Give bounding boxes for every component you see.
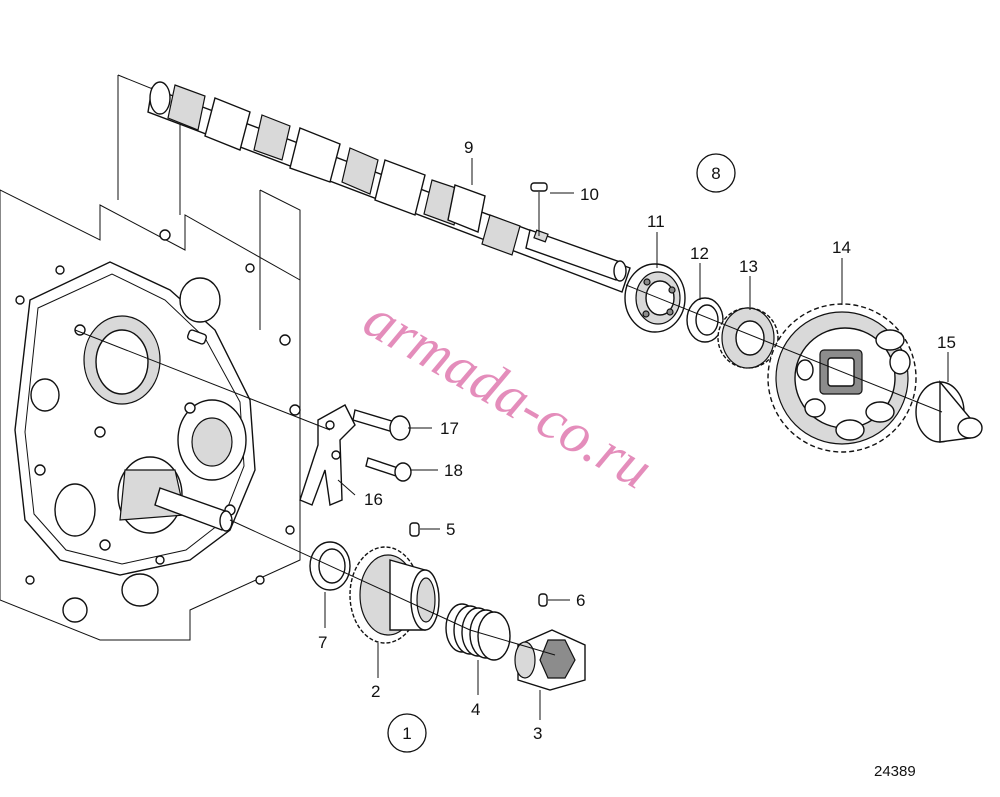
label-14: 14: [832, 238, 851, 257]
label-2: 2: [371, 682, 380, 701]
bolt-17: [352, 409, 411, 441]
camshaft-gear: [767, 303, 917, 453]
label-11: 11: [647, 212, 665, 231]
label-9: 9: [464, 138, 473, 157]
end-cap: [915, 380, 983, 443]
sleeve: [514, 629, 586, 691]
bearing: [624, 263, 686, 333]
label-4: 4: [471, 700, 480, 719]
camshaft: [147, 81, 631, 293]
label-17: 17: [440, 419, 459, 438]
seal-ring: [686, 297, 724, 343]
small-gear: [717, 307, 779, 369]
label-13: 13: [739, 257, 758, 276]
label-3: 3: [533, 724, 542, 743]
pin-6: [538, 593, 548, 607]
label-12: 12: [690, 244, 709, 263]
bolt-18: [365, 457, 412, 482]
crank-gear: [349, 546, 440, 644]
label-1: 1: [402, 724, 411, 743]
label-8: 8: [711, 164, 720, 183]
engine-housing: [0, 74, 301, 641]
label-15: 15: [937, 333, 956, 352]
woodruff-key: [530, 182, 548, 236]
assembly-lines: [74, 284, 943, 656]
label-10: 10: [580, 185, 599, 204]
label-6: 6: [576, 591, 585, 610]
group-callout-1: 1: [387, 713, 427, 753]
leader-lines: [324, 158, 949, 720]
bracket: [299, 404, 356, 506]
label-18: 18: [444, 461, 463, 480]
label-16: 16: [364, 490, 383, 509]
label-5: 5: [446, 520, 455, 539]
figure-number: 24389: [874, 763, 916, 780]
label-7: 7: [318, 633, 327, 652]
pin-5: [409, 522, 420, 537]
group-callout-8: 8: [696, 153, 736, 193]
callout-labels: 9 10 11 12 13 14 15 16 17 18 5 6 7 2 4 3: [318, 138, 956, 743]
